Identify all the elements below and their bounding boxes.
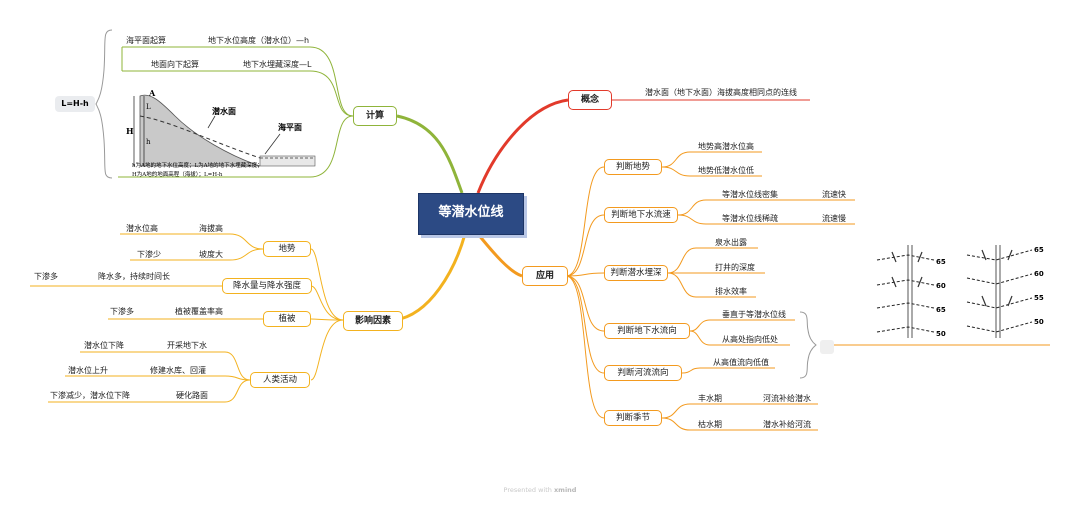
apply-speed-fast: 流速快 bbox=[822, 190, 846, 199]
terrain-cause-2: 坡度大 bbox=[199, 250, 223, 259]
fig-label-h-big: H bbox=[126, 126, 134, 136]
apply-speed-slow: 流速慢 bbox=[822, 214, 846, 223]
terrain-cause-1: 海拔高 bbox=[199, 224, 223, 233]
human-effect-1: 潜水位下降 bbox=[84, 341, 124, 350]
contour-label-6: 60 bbox=[1034, 270, 1044, 278]
rain-effect: 下渗多 bbox=[34, 272, 58, 281]
apply-river[interactable]: 判断河流流向 bbox=[604, 365, 682, 381]
fig-caption-2: H为A地的地面高程（海拔）；L=H-h bbox=[132, 170, 223, 178]
footer-brand: xmind bbox=[553, 486, 577, 494]
apply-flow-perpendicular: 垂直于等潜水位线 bbox=[722, 310, 786, 319]
fig-water-surface: 潜水面 bbox=[212, 106, 236, 116]
apply-season[interactable]: 判断季节 bbox=[604, 410, 662, 426]
apply-flow-high-to-low: 从高处指向低处 bbox=[722, 335, 778, 344]
fig-label-l: L bbox=[146, 103, 151, 111]
factor-human[interactable]: 人类活动 bbox=[250, 372, 310, 388]
contour-label-5: 65 bbox=[1034, 246, 1044, 254]
contour-label-7: 55 bbox=[1034, 294, 1044, 302]
veg-cause: 植被覆盖率高 bbox=[175, 307, 223, 316]
factor-vegetation[interactable]: 植被 bbox=[263, 311, 311, 327]
apply-depth[interactable]: 判断潜水埋深 bbox=[604, 265, 668, 281]
factor-terrain[interactable]: 地势 bbox=[263, 241, 311, 257]
rain-cause: 降水多，持续时间长 bbox=[98, 272, 170, 281]
label-sea-level-start: 海平面起算 bbox=[126, 36, 166, 45]
veg-effect: 下渗多 bbox=[110, 307, 134, 316]
topic-factors[interactable]: 影响因素 bbox=[343, 311, 403, 331]
image-topic-node[interactable] bbox=[820, 340, 834, 354]
fig-caption-1: h为A地的地下水位高度；L为A地的地下水埋藏深度； bbox=[132, 161, 263, 169]
contour-label-2: 60 bbox=[936, 282, 946, 290]
apply-speed-dense: 等潜水位线密集 bbox=[722, 190, 778, 199]
fig-label-h: h bbox=[146, 138, 151, 146]
label-burial-depth: 地下水埋藏深度—L bbox=[243, 60, 312, 69]
apply-season-wet: 丰水期 bbox=[698, 394, 722, 403]
apply-terrain-high: 地势高潜水位高 bbox=[698, 142, 754, 151]
label-ground-start: 地面向下起算 bbox=[151, 60, 199, 69]
apply-terrain-low: 地势低潜水位低 bbox=[698, 166, 754, 175]
label-water-level-height: 地下水位高度（潜水位）—h bbox=[208, 36, 310, 45]
apply-depth-spring: 泉水出露 bbox=[715, 238, 747, 247]
terrain-effect-1: 潜水位高 bbox=[126, 224, 158, 233]
apply-season-dry: 枯水期 bbox=[698, 420, 722, 429]
apply-flow[interactable]: 判断地下水流向 bbox=[604, 323, 690, 339]
apply-terrain[interactable]: 判断地势 bbox=[604, 159, 662, 175]
topic-calc[interactable]: 计算 bbox=[353, 106, 397, 126]
contour-label-4: 50 bbox=[936, 330, 946, 338]
topic-concept[interactable]: 概念 bbox=[568, 90, 612, 110]
apply-speed[interactable]: 判断地下水流速 bbox=[604, 207, 678, 223]
human-effect-3: 下渗减少，潜水位下降 bbox=[50, 391, 130, 400]
river-contour-figure: 65 60 65 50 65 60 55 50 bbox=[876, 245, 1044, 338]
fig-label-a: A bbox=[148, 88, 156, 98]
terrain-effect-2: 下渗少 bbox=[137, 250, 161, 259]
apply-river-direction: 从高值流向低值 bbox=[713, 358, 769, 367]
human-cause-1: 开采地下水 bbox=[167, 341, 207, 350]
contour-label-1: 65 bbox=[936, 258, 946, 266]
human-cause-3: 硬化路面 bbox=[176, 391, 208, 400]
apply-season-wet-effect: 河流补给潜水 bbox=[763, 394, 811, 403]
contour-label-3: 65 bbox=[936, 306, 946, 314]
central-topic[interactable]: 等潜水位线 bbox=[418, 193, 524, 235]
water-table-figure: A H L h 潜水面 海平面 h为A地的地下水位高度；L为A地的地下水埋藏深度… bbox=[126, 88, 316, 178]
apply-season-dry-effect: 潜水补给河流 bbox=[763, 420, 811, 429]
apply-depth-well: 打井的深度 bbox=[715, 263, 755, 272]
footer-watermark: Presented with xmind bbox=[0, 486, 1080, 494]
footer-prefix: Presented with bbox=[503, 486, 552, 494]
topic-apply[interactable]: 应用 bbox=[522, 266, 568, 286]
human-cause-2: 修建水库、回灌 bbox=[150, 366, 206, 375]
factor-rain[interactable]: 降水量与降水强度 bbox=[222, 278, 312, 294]
human-effect-2: 潜水位上升 bbox=[68, 366, 108, 375]
apply-speed-sparse: 等潜水位线稀疏 bbox=[722, 214, 778, 223]
contour-label-8: 50 bbox=[1034, 318, 1044, 326]
concept-definition: 潜水面（地下水面）海拔高度相同点的连线 bbox=[645, 88, 797, 97]
formula-node[interactable]: L=H-h bbox=[55, 96, 95, 112]
fig-sea-level: 海平面 bbox=[278, 122, 302, 132]
apply-depth-drain: 排水效率 bbox=[715, 287, 747, 296]
